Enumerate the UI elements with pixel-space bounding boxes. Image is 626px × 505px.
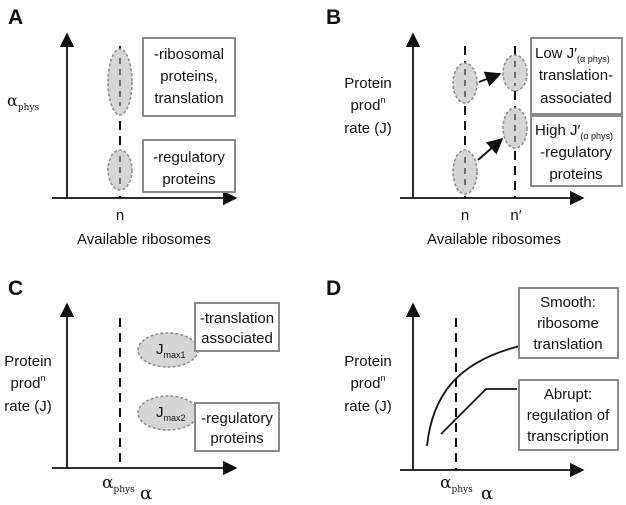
svg-text:proteins: proteins (549, 166, 602, 183)
svg-text:translation: translation (533, 336, 602, 353)
panel-b-arrow-bottom (477, 137, 504, 161)
panel-c-x-tick-alpha-phys: αphys (102, 473, 135, 495)
svg-text:regulation of: regulation of (527, 407, 610, 424)
panel-c-letter: C (8, 277, 23, 300)
panel-c-x-label: α (140, 483, 152, 504)
panel-d-y-label: Protein (344, 353, 392, 370)
panel-a-x-label: Available ribosomes (77, 231, 211, 248)
svg-text:proteins,: proteins, (160, 68, 218, 85)
svg-text:transcription: transcription (527, 428, 609, 445)
svg-text:prodn: prodn (350, 95, 385, 114)
svg-text:translation-: translation- (539, 67, 613, 84)
svg-text:-translation: -translation (200, 310, 274, 327)
svg-text:-regulatory: -regulatory (153, 149, 225, 166)
svg-text:High J′(α phys): High J′(α phys) (535, 122, 613, 141)
panel-b-y-label: Protein (344, 75, 392, 92)
panel-c-box-regulatory (194, 402, 280, 452)
svg-text:-regulatory: -regulatory (201, 410, 273, 427)
svg-text:translation: translation (154, 90, 223, 107)
panel-d-box-abrupt (518, 379, 619, 451)
panel-b-box-high (530, 115, 623, 187)
svg-text:prodn: prodn (10, 373, 45, 392)
panel-a: A αphys n Available ribosomes -ribosomal… (7, 6, 238, 248)
svg-text:rate (J): rate (J) (344, 398, 392, 415)
svg-text:Jmax2: Jmax2 (156, 404, 186, 423)
panel-b-box-low (530, 37, 623, 115)
panel-d-abrupt-curve (440, 388, 517, 435)
panel-b-x-tick-nprime: n′ (510, 207, 521, 224)
panel-a-box-ribosomal (142, 37, 236, 117)
svg-text:rate (J): rate (J) (4, 398, 52, 415)
svg-text:Smooth:: Smooth: (540, 294, 596, 311)
panel-d-smooth-curve (426, 345, 521, 447)
panel-d-x-tick-alpha-phys: αphys (440, 473, 473, 495)
panel-a-y-label: αphys (7, 91, 39, 113)
panel-d-box-smooth (518, 287, 619, 359)
svg-text:-regulatory: -regulatory (540, 144, 612, 161)
svg-text:proteins: proteins (162, 171, 215, 188)
panel-b-letter: B (326, 6, 341, 29)
svg-text:rate (J): rate (J) (344, 120, 392, 137)
panel-c-box-translation (194, 302, 280, 352)
svg-text:-ribosomal: -ribosomal (154, 46, 224, 63)
svg-text:Low J′(α phys): Low J′(α phys) (535, 45, 610, 64)
svg-text:ribosome: ribosome (537, 315, 599, 332)
panel-a-letter: A (8, 6, 23, 29)
svg-text:associated: associated (201, 330, 273, 347)
panel-c-y-label: Protein (4, 353, 52, 370)
panel-b-arrow-top (478, 71, 502, 87)
svg-text:associated: associated (540, 90, 612, 107)
panel-d: D Protein prodn rate (J) αphys α Smooth:… (326, 277, 619, 504)
panel-b-x-label: Available ribosomes (427, 231, 561, 248)
svg-text:Jmax1: Jmax1 (156, 341, 186, 360)
svg-text:Abrupt:: Abrupt: (544, 386, 592, 403)
svg-text:prodn: prodn (350, 373, 385, 392)
panel-d-x-label: α (481, 483, 493, 504)
panel-a-box-regulatory (142, 139, 236, 193)
panel-b: B Protein prodn rate (J) n n′ Available … (326, 6, 623, 248)
svg-text:proteins: proteins (210, 430, 263, 447)
panel-d-letter: D (326, 277, 341, 300)
panel-c: C Protein prodn rate (J) Jmax1 Jmax2 αph… (4, 277, 280, 504)
panel-b-x-tick-n: n (461, 207, 469, 224)
panel-a-x-tick-n: n (116, 207, 124, 224)
